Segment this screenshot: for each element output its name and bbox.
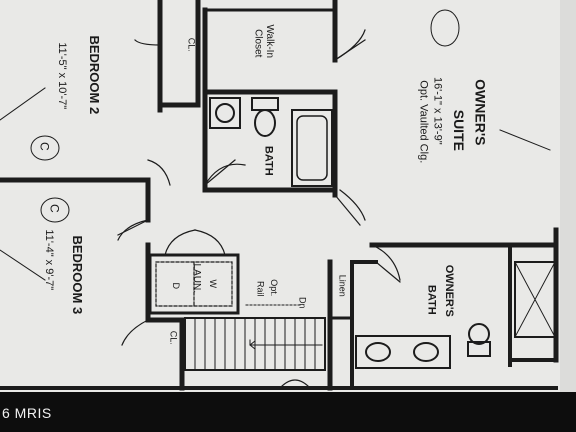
walkin-closet-line2: Closet <box>252 29 264 58</box>
mris-watermark: 6 MRIS <box>2 405 52 421</box>
bath-sink-counter <box>209 97 241 129</box>
door-suite <box>339 189 366 221</box>
owners-suite-name1: OWNER'S <box>472 79 489 146</box>
bedroom3-name: BEDROOM 3 <box>70 235 86 315</box>
door-closet <box>134 39 161 46</box>
laundry-w: W <box>207 279 218 288</box>
stairs-down-label: Dn <box>297 296 308 309</box>
door-owners-bath <box>371 244 401 281</box>
door-bedroom2 <box>147 159 171 186</box>
owners-bath-name2: BATH <box>425 284 438 315</box>
owners-suite-dims: 16'-1" x 13'-9" <box>431 76 444 145</box>
door-laundry <box>164 229 196 256</box>
toilet-owners <box>468 323 490 345</box>
bath-toilet <box>254 109 276 137</box>
hand-circle-3 <box>430 9 460 47</box>
laundry-room <box>148 253 240 315</box>
bath-sink <box>215 103 235 123</box>
laundry-d: D <box>170 282 181 289</box>
shower-stall <box>514 261 556 338</box>
door-bottom <box>279 379 311 389</box>
vanity <box>355 335 451 369</box>
bath-label: BATH <box>262 145 275 176</box>
hand-circle-1 <box>30 135 60 161</box>
owners-suite-name2: SUITE <box>450 109 467 151</box>
closet-label-top: CL. <box>186 37 197 52</box>
closet-label-bottom: CL. <box>168 330 179 345</box>
opt-rail-label-1: Opt. <box>269 279 280 297</box>
bedroom2-dims: 11'-5" x 10'-7" <box>56 42 69 110</box>
door-bath <box>204 163 246 186</box>
sink-right <box>413 342 439 362</box>
owners-suite-note: Opt. Vaulted Clg. <box>417 80 430 164</box>
photo-dark-border <box>0 392 576 432</box>
owners-bath-name1: OWNER'S <box>442 264 455 317</box>
paper-edge <box>560 0 576 392</box>
door-closet-b3 <box>121 319 149 346</box>
bedroom3-dims: 11'-4" x 9'-7" <box>43 229 56 291</box>
bedroom2-name: BEDROOM 2 <box>87 35 103 115</box>
hand-mark-c2: C <box>47 203 62 213</box>
sink-left <box>365 342 391 362</box>
hand-circle-2 <box>40 197 70 223</box>
hand-mark-c1: C <box>37 141 52 151</box>
opt-rail-label-2: Rail <box>255 280 266 297</box>
walkin-closet-line1: Walk-In <box>264 24 276 59</box>
paper-sheet <box>0 0 576 392</box>
laundry-label: LAUN. <box>190 263 202 293</box>
door-bedroom3 <box>117 219 149 241</box>
bathtub <box>291 109 333 187</box>
linen-label: Linen <box>337 274 348 297</box>
